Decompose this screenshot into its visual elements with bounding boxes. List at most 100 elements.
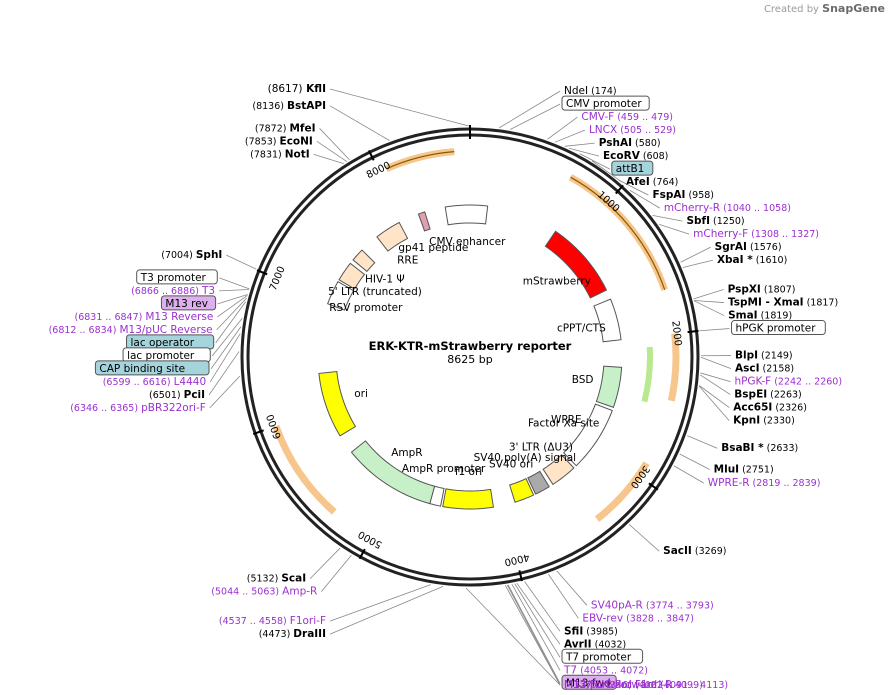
map-label: hPGK-F (2242 .. 2260) xyxy=(734,376,842,388)
feature-label: CMV enhancer xyxy=(429,236,506,248)
label-leader xyxy=(629,189,661,209)
label-part: SfiI xyxy=(564,625,583,637)
site-label: (5044 .. 5063) Amp-R xyxy=(211,586,317,598)
map-label: (7872) MfeI xyxy=(255,122,316,134)
feature-arrow xyxy=(593,298,622,343)
feature-box xyxy=(160,295,217,311)
feature-arrow xyxy=(509,478,535,503)
map-label: NdeI (174) xyxy=(564,85,617,97)
map-label: attB1 xyxy=(611,160,654,176)
site-label: SacII (3269) xyxy=(663,545,726,557)
snapgene-credit: Created by SnapGene xyxy=(764,2,885,15)
label-leader xyxy=(564,142,595,147)
map-label: mCherry-R (1040 .. 1058) xyxy=(664,202,791,214)
label-leader xyxy=(316,140,348,162)
site-label: (4327 .. 4346) F1ori-R xyxy=(564,679,672,691)
map-label: TspMI - XmaI (1817) xyxy=(728,297,838,309)
label-leader xyxy=(652,214,683,222)
feature-label: 5' LTR (truncated) xyxy=(328,286,422,298)
label-leader xyxy=(698,385,730,408)
label-part: (2330) xyxy=(760,416,795,427)
feature-label: BSD xyxy=(572,374,594,386)
map-label: (5044 .. 5063) Amp-R xyxy=(211,586,317,598)
label-part: SacII xyxy=(663,545,692,557)
site-label: EBV-rev (3828 .. 3847) xyxy=(582,612,694,624)
label-part: (3828 .. 3847) xyxy=(623,613,694,624)
map-label: (8617) KflI xyxy=(268,83,326,95)
label-leader xyxy=(554,129,586,143)
map-label: BspEI (2263) xyxy=(734,389,801,401)
map-label: AscI (2158) xyxy=(735,363,794,375)
label-part: (7853) xyxy=(245,136,280,147)
label-leader xyxy=(217,295,248,318)
feature-box xyxy=(561,95,650,111)
center-title: ERK-KTR-mStrawberry reporter 8625 bp xyxy=(369,339,572,366)
feature-box-label: M13 rev xyxy=(165,298,208,310)
site-label: SbfI (1250) xyxy=(686,215,744,227)
feature-box-label: M13 fwd xyxy=(566,677,611,689)
bsd-orf-arc xyxy=(641,346,653,403)
feature-box xyxy=(94,360,210,376)
feature-label: SV40 ori xyxy=(489,458,533,470)
feature-arrow xyxy=(417,211,431,232)
site-label: FspAI (958) xyxy=(652,189,714,201)
label-leader xyxy=(693,300,725,316)
label-leader xyxy=(313,153,344,164)
map-label: WPRE-R (2819 .. 2839) xyxy=(708,477,821,489)
label-part: (8617) xyxy=(268,83,303,95)
feature-box-label: lac promoter xyxy=(127,350,195,362)
label-part: (6346 .. 6365) xyxy=(70,403,141,414)
feature-box-label: CMV promoter xyxy=(566,98,642,110)
map-label: M13 rev xyxy=(160,295,217,311)
label-part: (1040 .. 1058) xyxy=(720,203,791,214)
tick-mark xyxy=(518,570,523,582)
label-part: (505 .. 529) xyxy=(617,125,676,136)
tick-mark xyxy=(367,149,375,161)
label-leader xyxy=(680,246,711,263)
label-part: BlpI xyxy=(735,350,758,362)
site-label: (6831 .. 6847) M13 Reverse xyxy=(75,311,214,323)
label-part: (2633) xyxy=(764,443,799,454)
tick-label: 5000 xyxy=(357,528,385,550)
label-part: (1807) xyxy=(761,285,796,296)
label-leader xyxy=(216,297,247,331)
label-part: SbfI xyxy=(686,215,710,227)
label-part: (174) xyxy=(588,86,617,97)
feature-box-label: lac operator xyxy=(130,337,194,349)
map-label: AfeI (764) xyxy=(626,176,678,188)
site-label: KpnI (2330) xyxy=(733,415,795,427)
label-leader xyxy=(217,294,248,305)
plasmid-length: 8625 bp xyxy=(447,353,492,366)
feature-label: f1 ori xyxy=(455,466,482,478)
map-label: (5132) ScaI xyxy=(247,573,306,585)
feature-box-label: hPGK promoter xyxy=(736,323,817,335)
site-label: PspXI (1807) xyxy=(728,284,796,296)
tick-mark xyxy=(358,548,366,560)
label-part: T7 xyxy=(563,664,577,676)
site-label: AscI (2158) xyxy=(735,363,794,375)
orf-arc xyxy=(384,148,455,173)
site-label: CMV-F (459 .. 479) xyxy=(581,111,673,123)
orf-arc xyxy=(272,424,337,515)
label-leader xyxy=(514,583,561,658)
label-leader xyxy=(215,301,247,344)
label-part: (7872) xyxy=(255,123,290,134)
site-label: (7853) EcoNI xyxy=(245,135,313,147)
map-label: lac promoter xyxy=(122,347,211,363)
site-label: (7831) NotI xyxy=(250,148,310,160)
feature-label: AmpR xyxy=(391,447,422,459)
site-label: AvrII (4032) xyxy=(564,638,626,650)
map-label: MluI (2751) xyxy=(714,464,774,476)
orf-arc xyxy=(667,333,680,402)
map-label: (6346 .. 6365) pBR322ori-F xyxy=(70,402,206,414)
map-label: AvrII (4032) xyxy=(564,638,626,650)
label-part: SV40pA-R xyxy=(591,599,643,611)
feature-label: SV40 poly(A) signal xyxy=(474,452,577,464)
label-leader xyxy=(700,356,732,369)
feature-arrow xyxy=(542,454,575,486)
label-part: PshAI xyxy=(599,137,632,149)
label-part: XbaI * xyxy=(717,254,753,266)
label-part: M13 Reverse xyxy=(145,311,213,323)
